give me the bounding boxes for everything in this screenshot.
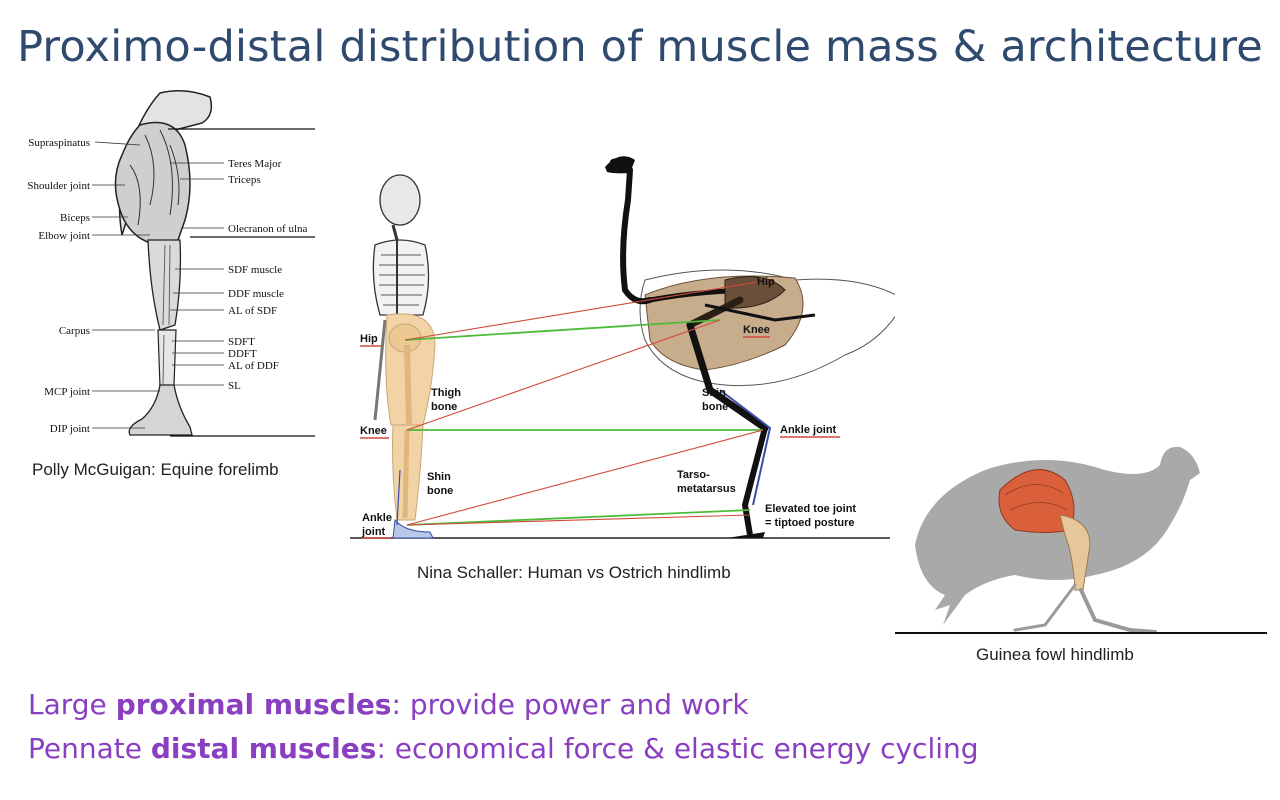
ostrich-caption: Nina Schaller: Human vs Ostrich hindlimb [417, 563, 731, 583]
human-label-thigh-bone: bone [431, 401, 457, 413]
equine-forelimb-figure: Supraspinatus Shoulder joint Biceps Elbo… [10, 85, 330, 450]
label-al-of-sdf: AL of SDF [228, 305, 277, 317]
slide-title: Proximo-distal distribution of muscle ma… [0, 22, 1280, 72]
human-label-ankle: Ankle [362, 512, 392, 524]
human-label-shin: Shin [427, 471, 451, 483]
bullet-2-pre: Pennate [28, 732, 151, 765]
human-label-shin-bone: bone [427, 485, 453, 497]
human-skeleton [373, 175, 435, 538]
human-label-knee: Knee [360, 425, 387, 437]
ostrich-label-hip: Hip [757, 276, 775, 288]
ostrich-label-elevated-toe: Elevated toe joint [765, 503, 856, 515]
label-dip-joint: DIP joint [50, 423, 90, 435]
ostrich-label-knee: Knee [743, 324, 770, 336]
bullet-1-pre: Large [28, 688, 116, 721]
equine-hoof [129, 385, 192, 435]
bullet-1-bold: proximal muscles [116, 688, 392, 721]
label-mcp-joint: MCP joint [44, 386, 90, 398]
bullet-1-post: : provide power and work [391, 688, 748, 721]
label-olecranon: Olecranon of ulna [228, 223, 308, 235]
bullet-2-bold: distal muscles [151, 732, 377, 765]
label-carpus: Carpus [59, 325, 90, 337]
bullet-line-2: Pennate distal muscles: economical force… [28, 732, 979, 765]
label-teres-major: Teres Major [228, 158, 282, 170]
ostrich-label-ankle-joint: Ankle joint [780, 424, 837, 436]
human-label-thigh: Thigh [431, 387, 461, 399]
ostrich-label-tiptoed: = tiptoed posture [765, 517, 855, 529]
equine-caption: Polly McGuigan: Equine forelimb [32, 460, 279, 480]
label-supraspinatus: Supraspinatus [28, 137, 90, 149]
equine-cannon [158, 330, 176, 387]
label-biceps: Biceps [60, 212, 90, 224]
human-label-joint: joint [361, 526, 386, 538]
ostrich-label-shin: Shin [702, 387, 726, 399]
label-ddf-muscle: DDF muscle [228, 288, 284, 300]
label-sdft: SDFT [228, 336, 255, 348]
ostrich-label-tarso: Tarso- [677, 469, 710, 481]
ostrich-tarsometatarsus [745, 428, 765, 535]
human-ostrich-figure: Hip Knee Ankle joint Thigh bone Shin bon… [345, 140, 895, 545]
ostrich-head [605, 156, 635, 173]
human-ribcage [373, 240, 428, 315]
label-triceps: Triceps [228, 174, 261, 186]
ostrich-label-shin-bone: bone [702, 401, 728, 413]
guinea-caption: Guinea fowl hindlimb [976, 645, 1134, 665]
label-al-of-ddf: AL of DDF [228, 360, 279, 372]
guinea-fowl-figure [895, 435, 1275, 640]
bullet-2-post: : economical force & elastic energy cycl… [376, 732, 978, 765]
green-line-ankle-toe [407, 510, 750, 525]
label-ddft: DDFT [228, 348, 257, 360]
ostrich-skeleton [605, 156, 895, 538]
human-skull [380, 175, 420, 225]
label-sl: SL [228, 380, 241, 392]
human-label-hip: Hip [360, 333, 378, 345]
ostrich-label-metatarsus: metatarsus [677, 483, 736, 495]
label-sdf-muscle: SDF muscle [228, 264, 282, 276]
label-shoulder-joint: Shoulder joint [27, 180, 90, 192]
label-elbow-joint: Elbow joint [38, 230, 90, 242]
bullet-line-1: Large proximal muscles: provide power an… [28, 688, 749, 721]
